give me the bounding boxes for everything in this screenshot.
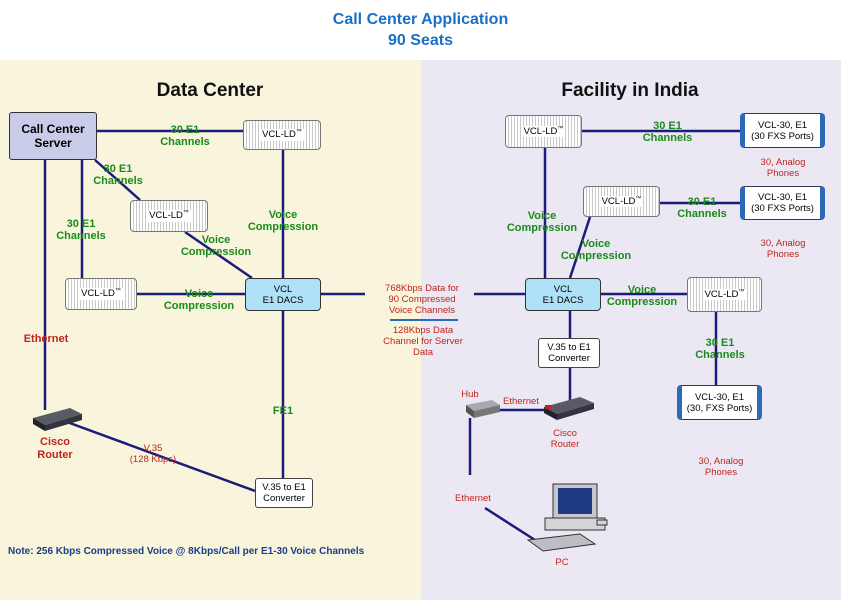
trademark: ™ (182, 210, 189, 217)
hub-icon (466, 400, 500, 418)
vcl30-label-line2: (30, FXS Ports) (686, 402, 753, 414)
label-hub: Hub (461, 389, 479, 400)
cisco-router-left-icon (33, 408, 82, 431)
converter-label-line1: V.35 to E1 (547, 342, 591, 353)
vcl30-label-line1: VCL-30, E1 (694, 391, 745, 403)
vcl30-unit-3[interactable]: VCL-30, E1 (30, FXS Ports) (677, 385, 762, 420)
converter-label-line2: Converter (263, 493, 305, 504)
vcl-ld-unit-right-1[interactable]: VCL-LD™ (505, 115, 582, 148)
vcl30-label-line2: (30 FXS Ports) (751, 130, 814, 142)
vcl30-unit-2[interactable]: VCL-30, E1 (30 FXS Ports) (740, 186, 825, 220)
vcl30-unit-1[interactable]: VCL-30, E1 (30 FXS Ports) (740, 113, 825, 148)
vcl-ld-label: VCL-LD (704, 289, 739, 301)
dacs-label-line1: VCL (553, 283, 573, 295)
trademark: ™ (738, 288, 745, 295)
vcl-ld-unit-left-3[interactable]: VCL-LD™ (65, 278, 137, 310)
india-facility-heading: Facility in India (561, 80, 699, 101)
vcl30-label-line2: (30 FXS Ports) (751, 203, 814, 214)
label-fe1: FE1 (272, 405, 294, 417)
data-center-heading: Data Center (156, 80, 264, 101)
dacs-label-line2: E1 DACS (542, 294, 584, 306)
vcl-ld-label: VCL-LD (81, 288, 115, 300)
vcl-e1-dacs-right[interactable]: VCL E1 DACS (525, 278, 601, 311)
label-ethernet-right-2: Ethernet (455, 493, 491, 504)
cisco-router-right-icon (544, 397, 594, 420)
server-label-line2: Server (34, 136, 72, 150)
footnote: Note: 256 Kbps Compressed Voice @ 8Kbps/… (8, 546, 365, 557)
diagram-title: Call Center Application (332, 11, 509, 28)
label-pc: PC (555, 557, 569, 568)
label-ethernet-right-1: Ethernet (503, 396, 539, 407)
dacs-label-line1: VCL (273, 283, 293, 295)
converter-label-line2: Converter (548, 353, 590, 364)
pc-icon (526, 483, 608, 552)
call-center-server[interactable]: Call Center Server (9, 112, 97, 160)
dacs-label-line2: E1 DACS (262, 294, 304, 306)
v35-e1-converter-left[interactable]: V.35 to E1 Converter (255, 478, 313, 508)
vcl-ld-unit-left-2[interactable]: VCL-LD™ (130, 200, 208, 232)
v35-e1-converter-right[interactable]: V.35 to E1 Converter (538, 338, 600, 368)
vcl-ld-unit-left-1[interactable]: VCL-LD™ (243, 120, 321, 150)
vcl-ld-label: VCL-LD (523, 126, 558, 138)
converter-label-line1: V.35 to E1 (262, 482, 306, 493)
trademark: ™ (295, 129, 302, 136)
link-server-vclld2 (94, 159, 141, 201)
link-r-vclld2-dacs (568, 216, 592, 279)
vcl-ld-label: VCL-LD (262, 129, 296, 141)
label-ethernet-left: Ethernet (23, 333, 69, 345)
vcl-ld-label: VCL-LD (149, 210, 183, 222)
vcl30-label-line1: VCL-30, E1 (757, 192, 808, 203)
vcl30-label-line1: VCL-30, E1 (757, 119, 808, 131)
india-facility-panel (421, 60, 841, 600)
link-r-hub-pc-b (484, 506, 536, 542)
vcl-ld-unit-right-2[interactable]: VCL-LD™ (583, 186, 660, 217)
vcl-ld-unit-right-3[interactable]: VCL-LD™ (687, 277, 762, 312)
link-router-converter (66, 420, 256, 493)
vcl-e1-dacs-left[interactable]: VCL E1 DACS (245, 278, 321, 311)
diagram-subtitle: 90 Seats (388, 32, 453, 49)
link-vclld2-dacs (184, 230, 253, 280)
trademark: ™ (635, 195, 642, 202)
trademark: ™ (557, 125, 564, 132)
trademark: ™ (114, 288, 121, 295)
label-v35-128kbps: V.35(128 Kbps) (129, 443, 177, 465)
vcl-ld-label: VCL-LD (601, 196, 636, 208)
server-label-line1: Call Center (21, 122, 85, 136)
